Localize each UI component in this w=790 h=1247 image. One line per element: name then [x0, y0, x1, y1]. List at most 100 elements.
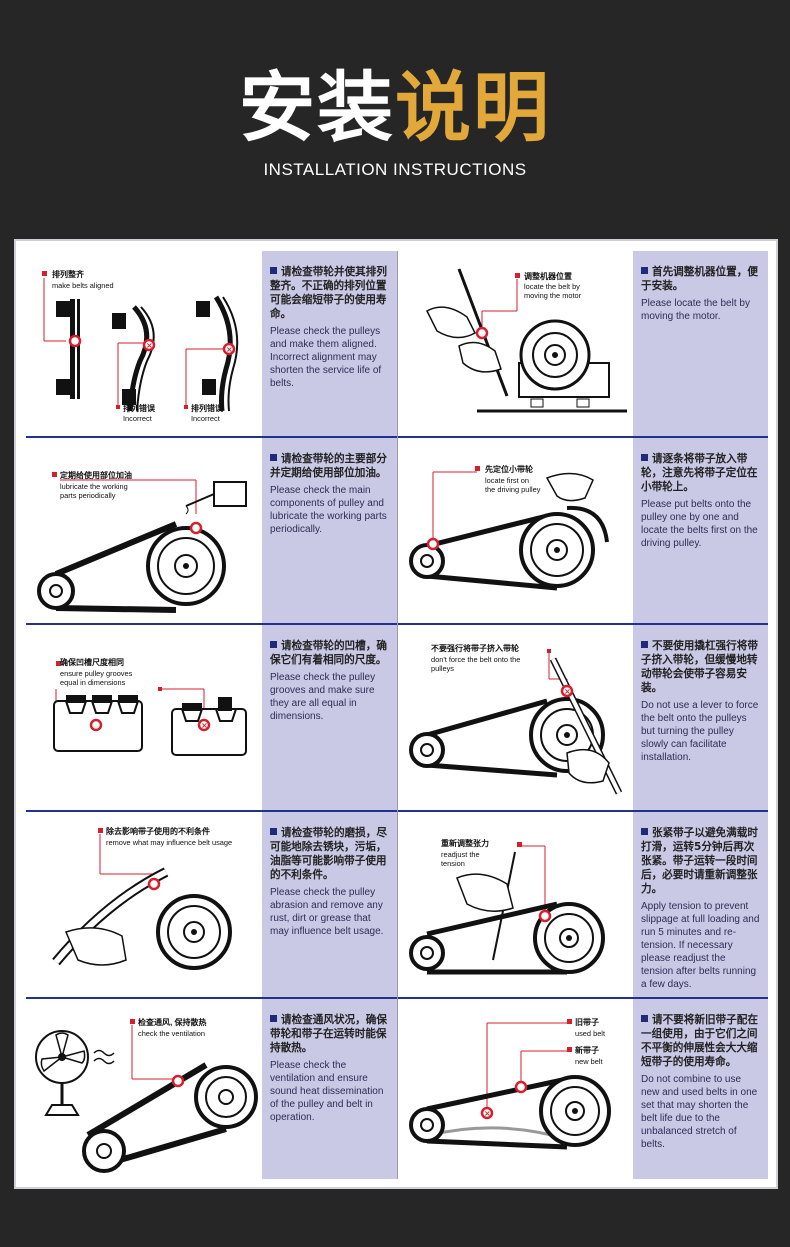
svg-text:×: × — [226, 345, 233, 354]
bullet-square-icon — [641, 641, 648, 648]
step-no-mixed-belts: 旧带子 used belt 新带子 new belt — [397, 999, 768, 1179]
tension-diagram: 重新调整张力 readjust the tension — [409, 838, 605, 975]
step9-zh: 请检查通风状况，确保带轮和带子在运转时能保持散热。 — [270, 1014, 387, 1054]
bullet-square-icon — [641, 454, 648, 461]
step1-text: 请检查带轮并使其排列整齐。不正确的排列位置可能会缩短带子的使用寿命。 Pleas… — [262, 251, 397, 436]
step-driving-pulley: 先定位小带轮 locate first on the driving pulle… — [397, 438, 768, 623]
step5-text: 请检查带轮的凹槽，确保它们有着相同的尺度。 Please check the p… — [262, 625, 397, 810]
instructions-grid: 排列整齐 make belts aligned × — [26, 251, 768, 1179]
svg-text:×: × — [146, 341, 153, 350]
step3-text: 请检查带轮的主要部分并定期给使用部位加油。 Please check the m… — [262, 438, 397, 623]
step7-label-zh: 除去影响带子使用的不利条件 — [106, 826, 210, 836]
step6-text: 不要使用撬杠强行将带子挤入带轮，但缓慢地转动带轮会使带子容易安装。 Do not… — [633, 625, 768, 810]
illustration-alignment: 排列整齐 make belts aligned × — [26, 251, 262, 436]
svg-text:×: × — [201, 721, 208, 730]
illustration-motor: 调整机器位置 locate the belt by moving the mot… — [397, 251, 633, 436]
step9-label-zh: 检查通风, 保持散热 — [138, 1017, 206, 1027]
step1-label-wrong2-zh: 排列错误 — [191, 403, 224, 413]
step1-en: Please check the pulleys and make them a… — [270, 326, 382, 389]
step8-label-zh: 重新调整张力 — [441, 838, 489, 848]
step2-label-en2: moving the motor — [524, 291, 582, 300]
illustration-ventilation: 检查通风, 保持散热 check the ventilation — [26, 999, 262, 1179]
step-retension: 重新调整张力 readjust the tension — [397, 812, 768, 997]
page-subtitle: INSTALLATION INSTRUCTIONS — [263, 160, 527, 179]
mixed-belts-diagram: 旧带子 used belt 新带子 new belt — [409, 1017, 611, 1150]
step5-en: Please check the pulley grooves and make… — [270, 672, 376, 722]
step8-label-en1: readjust the — [441, 850, 480, 859]
step3-zh: 请检查带轮的主要部分并定期给使用部位加油。 — [270, 453, 387, 479]
step-lubricate: 定期给使用部位加油 lubricate the working parts pe… — [26, 438, 397, 623]
bullet-square-icon — [270, 454, 277, 461]
step3-label-en1: lubricate the working — [60, 482, 128, 491]
illustration-driving-pulley: 先定位小带轮 locate first on the driving pulle… — [397, 438, 633, 623]
illustration-lubricate: 定期给使用部位加油 lubricate the working parts pe… — [26, 438, 262, 623]
driving-pulley-diagram: 先定位小带轮 locate first on the driving pulle… — [409, 464, 609, 591]
step-ventilation: 检查通风, 保持散热 check the ventilation — [26, 999, 397, 1179]
svg-text:×: × — [564, 687, 571, 696]
step4-zh: 请逐条将带子放入带轮，注意先将带子定位在小带轮上。 — [641, 453, 758, 493]
step10-text: 请不要将新旧带子配在一组使用，由于它们之间不平衡的伸展性会大大缩短带子的使用寿命… — [633, 999, 768, 1179]
step1-label-wrong1-en: Incorrect — [123, 414, 152, 423]
grooves-diagram: 确保凹槽尺度相同 ensure pulley grooves equal in … — [53, 657, 247, 756]
step8-en: Apply tension to prevent slippage at ful… — [641, 901, 760, 990]
step4-label-en2: the driving pulley — [485, 485, 541, 494]
bullet-square-icon — [270, 641, 277, 648]
step2-label-en1: locate the belt by — [524, 282, 580, 291]
step9-en: Please check the ventilation and ensure … — [270, 1060, 384, 1123]
step2-en: Please locate the belt by moving the mot… — [641, 298, 750, 322]
step4-text: 请逐条将带子放入带轮，注意先将带子定位在小带轮上。 Please put bel… — [633, 438, 768, 623]
header: 安装说明 INSTALLATION INSTRUCTIONS — [0, 0, 790, 240]
instructions-panel: 排列整齐 make belts aligned × — [14, 239, 778, 1189]
step-clean-pulley: 除去影响带子使用的不利条件 remove what may influence … — [26, 812, 397, 997]
column-divider — [397, 251, 398, 1179]
illustration-tension: 重新调整张力 readjust the tension — [397, 812, 633, 997]
step2-label-zh: 调整机器位置 — [524, 271, 572, 281]
step1-label-en: make belts aligned — [52, 281, 114, 290]
bullet-square-icon — [641, 1015, 648, 1022]
bullet-square-icon — [270, 828, 277, 835]
step4-label-zh: 先定位小带轮 — [485, 464, 533, 474]
step5-label-en1: ensure pulley grooves — [60, 669, 133, 678]
illustration-clean: 除去影响带子使用的不利条件 remove what may influence … — [26, 812, 262, 997]
title-gold: 说明 — [395, 63, 551, 152]
svg-text:×: × — [484, 1109, 491, 1118]
step7-label-en: remove what may influence belt usage — [106, 838, 232, 847]
step10-label-new-zh: 新带子 — [575, 1045, 599, 1055]
step-check-grooves: 确保凹槽尺度相同 ensure pulley grooves equal in … — [26, 625, 397, 810]
step6-label-en2: pulleys — [431, 664, 454, 673]
step6-zh: 不要使用撬杠强行将带子挤入带轮，但缓慢地转动带轮会使带子容易安装。 — [641, 640, 758, 694]
bullet-square-icon — [270, 1015, 277, 1022]
clean-diagram: 除去影响带子使用的不利条件 remove what may influence … — [52, 826, 232, 970]
step5-label-zh: 确保凹槽尺度相同 — [60, 657, 124, 667]
step4-en: Please put belts onto the pulley one by … — [641, 499, 758, 549]
illustration-mixed-belts: 旧带子 used belt 新带子 new belt — [397, 999, 633, 1179]
step7-text: 请检查带轮的磨损，尽可能地除去锈块，污垢，油脂等可能影响带子使用的不利条件。 P… — [262, 812, 397, 997]
illustration-grooves: 确保凹槽尺度相同 ensure pulley grooves equal in … — [26, 625, 262, 810]
step1-label-zh: 排列整齐 — [52, 269, 85, 279]
motor-diagram: 调整机器位置 locate the belt by moving the mot… — [426, 268, 627, 413]
step7-zh: 请检查带轮的磨损，尽可能地除去锈块，污垢，油脂等可能影响带子使用的不利条件。 — [270, 827, 387, 881]
step1-label-wrong2-en: Incorrect — [191, 414, 220, 423]
step5-label-en2: equal in dimensions — [60, 678, 126, 687]
step7-en: Please check the pulley abrasion and rem… — [270, 887, 384, 937]
step10-label-used-zh: 旧带子 — [575, 1017, 599, 1027]
lubricate-diagram: 定期给使用部位加油 lubricate the working parts pe… — [37, 470, 247, 613]
step10-en: Do not combine to use new and used belts… — [641, 1074, 758, 1150]
step-position-motor: 调整机器位置 locate the belt by moving the mot… — [397, 251, 768, 436]
step3-label-zh: 定期给使用部位加油 — [59, 470, 132, 480]
step2-text: 首先调整机器位置，便于安装。 Please locate the belt by… — [633, 251, 768, 436]
step1-label-wrong1-zh: 排列错误 — [123, 403, 156, 413]
step6-label-zh: 不要强行将带子挤入带轮 — [431, 643, 519, 653]
step4-label-en1: locate first on — [485, 476, 529, 485]
ventilation-diagram: 检查通风, 保持散热 check the ventilation — [35, 1017, 258, 1173]
title-white: 安装 — [239, 63, 395, 152]
step8-zh: 张紧带子以避免满载时打滑，运转5分钟后再次张紧。带子运转一段时间后，必要时请重新… — [641, 827, 758, 895]
step9-label-en: check the ventilation — [138, 1029, 205, 1038]
alignment-diagram: 排列整齐 make belts aligned × — [42, 269, 239, 423]
step6-label-en1: don't force the belt onto the — [431, 655, 520, 664]
step8-text: 张紧带子以避免满载时打滑，运转5分钟后再次张紧。带子运转一段时间后，必要时请重新… — [633, 812, 768, 997]
step-no-lever: 不要强行将带子挤入带轮 don't force the belt onto th… — [397, 625, 768, 810]
step3-label-en2: parts periodically — [60, 491, 116, 500]
lever-diagram: 不要强行将带子挤入带轮 don't force the belt onto th… — [409, 643, 623, 795]
illustration-lever: 不要强行将带子挤入带轮 don't force the belt onto th… — [397, 625, 633, 810]
